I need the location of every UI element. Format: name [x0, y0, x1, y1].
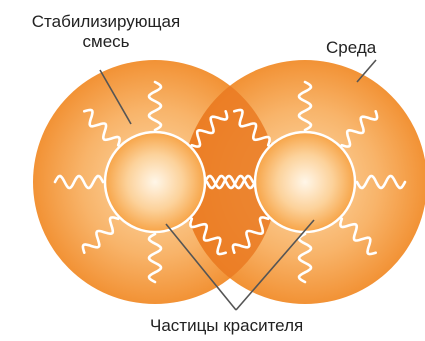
stabilizing-mixture-label-line1: Стабилизирующая	[6, 12, 206, 32]
dye-particles-label: Частицы красителя	[150, 316, 303, 336]
stabilizing-mixture-label: Стабилизирующая смесь	[6, 12, 206, 52]
stabilizing-mixture-label-line2: смесь	[6, 32, 206, 52]
medium-label: Среда	[326, 38, 376, 58]
left-dye-particle	[105, 132, 205, 232]
right-dye-particle	[255, 132, 355, 232]
